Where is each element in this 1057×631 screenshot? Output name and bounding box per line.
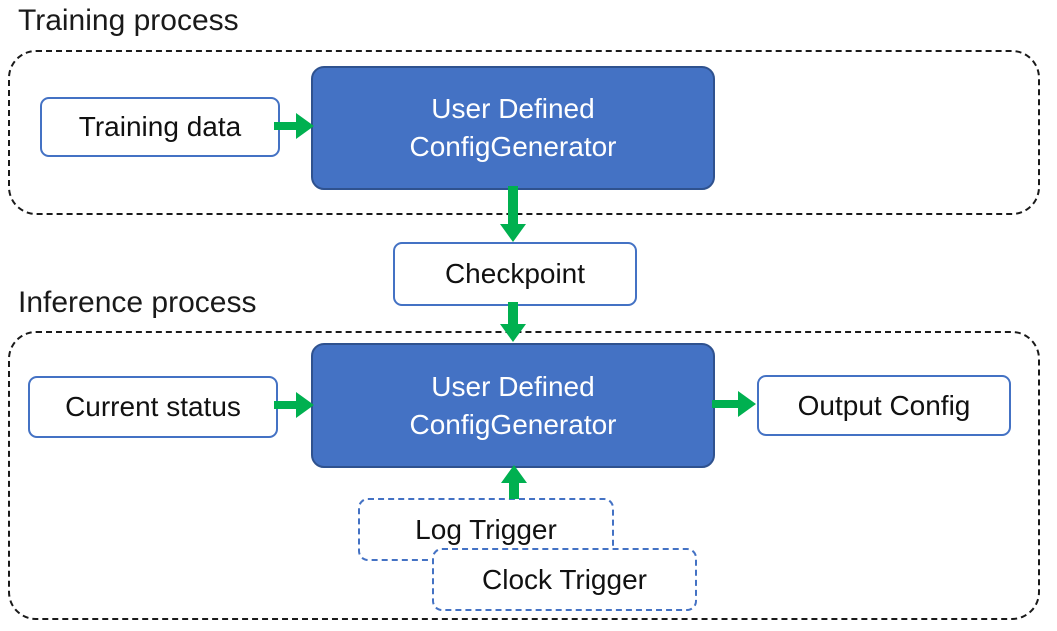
clock-trigger-box: Clock Trigger bbox=[432, 548, 697, 611]
inference-config-generator-box: User Defined ConfigGenerator bbox=[311, 343, 715, 468]
clock-trigger-label: Clock Trigger bbox=[482, 563, 647, 595]
training-data-label: Training data bbox=[78, 111, 242, 142]
arrow-right-training-data-to-generator bbox=[274, 113, 314, 139]
inference-process-container bbox=[8, 331, 1040, 620]
current-status-box: Current status bbox=[28, 376, 278, 438]
arrow-right-generator-to-output-config bbox=[712, 391, 756, 417]
output-config-box: Output Config bbox=[757, 375, 1011, 436]
training-generator-line1: User Defined bbox=[431, 93, 595, 124]
inference-process-label: Inference process bbox=[18, 286, 257, 319]
arrow-down-generator-to-checkpoint bbox=[500, 186, 526, 242]
inference-generator-line2: ConfigGenerator bbox=[409, 408, 617, 440]
training-process-container bbox=[8, 50, 1040, 215]
output-config-label: Output Config bbox=[797, 389, 971, 421]
arrow-right-current-status-to-generator bbox=[274, 392, 314, 418]
training-generator-line2: ConfigGenerator bbox=[409, 131, 617, 162]
inference-generator-line1: User Defined bbox=[431, 370, 595, 402]
checkpoint-box: Checkpoint bbox=[393, 242, 637, 306]
log-trigger-label: Log Trigger bbox=[415, 513, 557, 545]
training-process-label: Training process bbox=[18, 4, 239, 37]
arrow-down-checkpoint-to-generator bbox=[500, 302, 526, 342]
training-data-box: Training data bbox=[40, 97, 280, 157]
current-status-label: Current status bbox=[65, 391, 241, 422]
arrow-up-trigger-to-generator bbox=[501, 465, 527, 499]
training-config-generator-box: User Defined ConfigGenerator bbox=[311, 66, 715, 190]
checkpoint-label: Checkpoint bbox=[444, 258, 586, 289]
